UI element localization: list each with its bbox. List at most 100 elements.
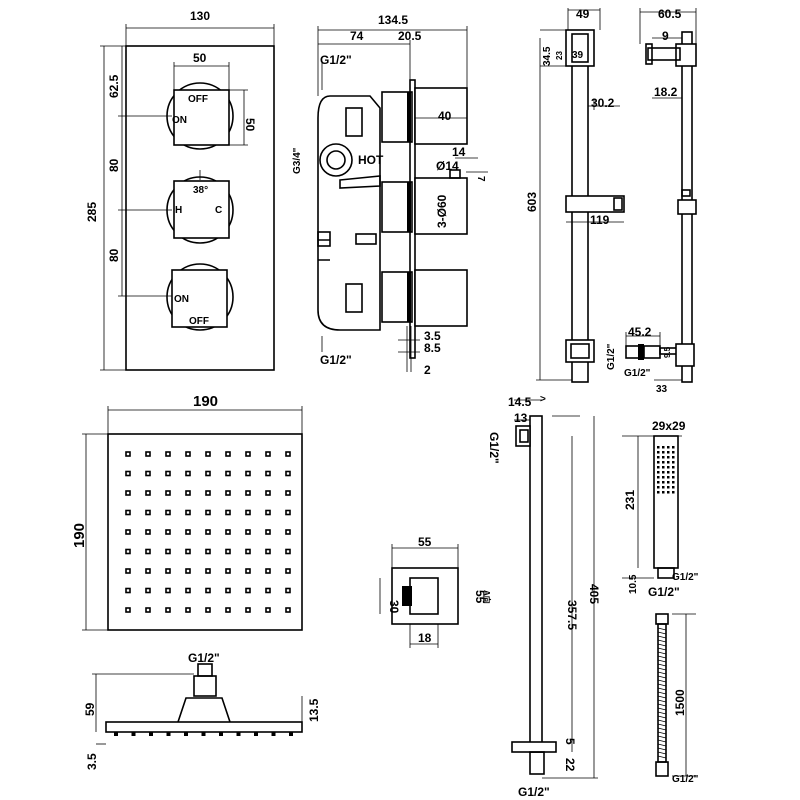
handset-nozzle [662, 466, 665, 469]
nozzle [165, 451, 171, 457]
hose-rib [657, 639, 667, 643]
hose-rib [657, 747, 667, 751]
side-slider [677, 199, 697, 215]
nozzle [245, 509, 251, 516]
hose-rib [657, 687, 667, 691]
elbow-thread-label-2: G1/2" [624, 368, 651, 379]
hose-rib [657, 683, 667, 687]
dim-handset-face: 29x29 [652, 419, 686, 433]
nozzle [145, 587, 151, 594]
arm-thread-top: G1/2" [487, 432, 501, 464]
handset-nozzle [672, 481, 675, 484]
nozzle [145, 451, 151, 457]
outlet-thread-bottom: G1/2" [320, 353, 352, 367]
shower-head-plate [107, 433, 303, 631]
side-nozzle [201, 732, 206, 736]
nozzle [225, 470, 231, 477]
nozzle [265, 587, 271, 594]
nozzle [185, 451, 191, 457]
dim-spindle-height: 14 [452, 145, 466, 159]
nozzle [265, 509, 271, 516]
hose-thread-bottom: G1/2" [672, 774, 699, 785]
nozzle [145, 568, 151, 574]
nozzle [125, 451, 131, 457]
on-label-top: ON [172, 115, 187, 126]
dim-plate-height: 285 [85, 202, 99, 222]
nozzle [185, 607, 191, 613]
handset-nozzle [672, 451, 675, 454]
dim-nozzle-height: 3.5 [85, 753, 99, 770]
head-side-profile [105, 721, 303, 733]
hose-rib [657, 739, 667, 743]
dim-rail-side-depth: 60.5 [658, 7, 682, 21]
dim-head-thickness: 13.5 [307, 698, 321, 722]
handset-thread: G1/2" [672, 572, 699, 583]
valve-side-view: HOT G3/4" 134.5 74 20.5 G1/2" G1/2" 40 1… [292, 13, 488, 377]
nozzle [205, 568, 211, 574]
nozzle [125, 470, 131, 477]
valve-body [317, 95, 381, 331]
riser-rail-front: 49 34.5 23 39 30.2 603 119 [525, 7, 625, 383]
dim-outlet-depth: 18 [418, 631, 432, 645]
handset-nozzle [657, 476, 660, 479]
dim-outlet-height: 55 [473, 590, 487, 604]
handset-nozzle [662, 456, 665, 459]
nozzle [125, 509, 131, 516]
handset-nozzle [667, 486, 670, 489]
dim-elbow-length: 45.2 [628, 325, 652, 339]
dim-arm-length: 405 [587, 584, 601, 604]
hose-rib [657, 643, 667, 647]
nozzle [245, 470, 251, 477]
temperature-label: 38° [193, 185, 208, 196]
off-label-top: OFF [188, 94, 208, 105]
handset-nozzle [662, 451, 665, 454]
handset-nozzle [657, 486, 660, 489]
handset-nozzle [667, 456, 670, 459]
nozzle [245, 451, 251, 457]
dim-faceplate-offset: 20.5 [398, 29, 422, 43]
valve-plate [125, 45, 275, 371]
hose-ribbing [657, 627, 667, 759]
dim-rail-length: 603 [525, 192, 539, 212]
handset-nozzle [662, 476, 665, 479]
top-handle: OFF ON [166, 82, 234, 150]
off-label-bottom: OFF [189, 316, 209, 327]
nozzle [125, 587, 131, 594]
arm-tube [529, 415, 543, 753]
nozzle [225, 587, 231, 594]
bottom-handle: ON OFF [166, 263, 234, 331]
slider-bracket [565, 195, 625, 213]
handset-nozzle [662, 491, 665, 494]
handset-nozzle [667, 481, 670, 484]
dim-side-depth: 134.5 [378, 13, 408, 27]
hand-shower: 29x29 231 10.5 G1/2" [622, 419, 699, 594]
nozzle [285, 451, 291, 457]
hose-rib [657, 663, 667, 667]
nozzle [285, 548, 291, 555]
nozzle [225, 568, 231, 574]
outlet-thread-top: G1/2" [320, 53, 352, 67]
nozzle [265, 451, 271, 457]
side-nozzle [236, 732, 241, 736]
dim-outlet-diameter: 30 [387, 600, 401, 614]
elbow-thread-label: G1/2" [606, 343, 617, 370]
dim-handle-height: 50 [243, 118, 257, 132]
hose-rib [657, 691, 667, 695]
nozzle [125, 490, 131, 496]
dim-arm-depth: 14.5 [508, 395, 532, 409]
handset-nozzle [672, 491, 675, 494]
dim-elbow-projection: 33 [656, 384, 668, 395]
nozzle [205, 529, 211, 535]
dim-rail-diameter: 30.2 [591, 96, 615, 110]
handset-nozzle [672, 486, 675, 489]
side-nozzle [131, 732, 136, 736]
nozzle [145, 490, 151, 496]
dim-handle-depth: 40 [438, 109, 452, 123]
nozzle [165, 470, 171, 477]
hose-rib [657, 647, 667, 651]
arm-thread-bottom: G1/2" [518, 785, 550, 799]
nozzle [205, 451, 211, 457]
nozzle [285, 509, 291, 516]
hose-rib [657, 675, 667, 679]
ceiling-arm: 14.5 > 13 G1/2" 357.5 405 5 22 G1/2" [487, 394, 601, 799]
